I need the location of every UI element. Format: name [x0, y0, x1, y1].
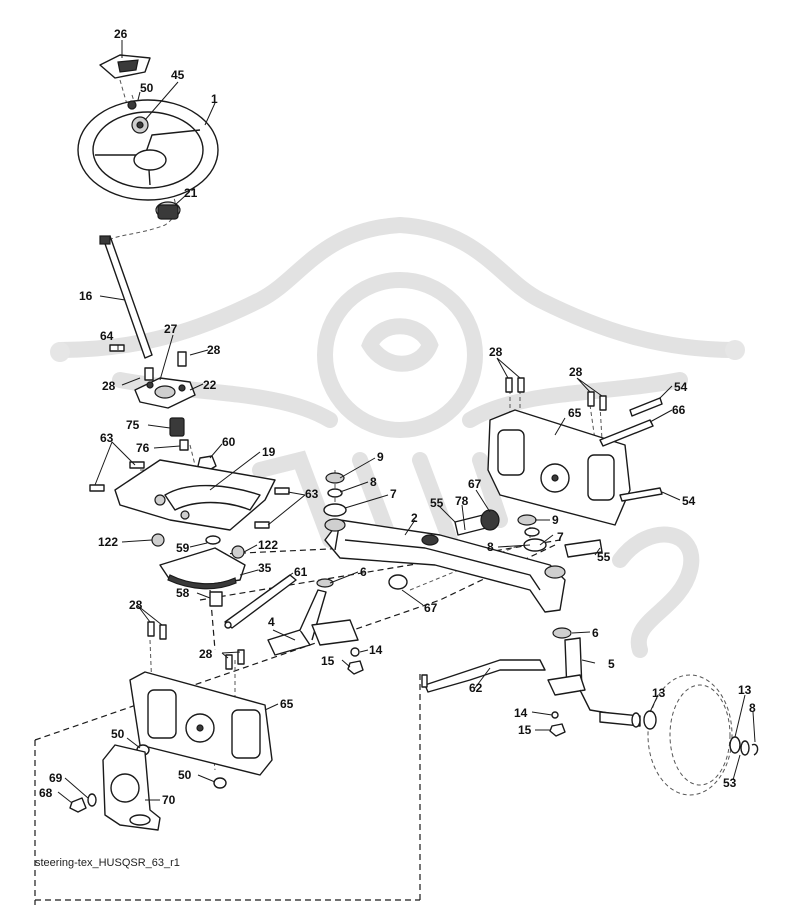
callout-65-upper: 65 — [568, 406, 582, 420]
left-pivot-plate — [129, 671, 273, 776]
callout-78: 78 — [455, 494, 469, 508]
callout-28-e: 28 — [489, 345, 503, 359]
steering-bracket — [114, 459, 276, 531]
right-pivot-plate — [487, 409, 631, 526]
callout-8-right: 8 — [487, 540, 494, 554]
tie-rod — [421, 659, 546, 693]
cover-plate — [102, 744, 161, 831]
callout-59: 59 — [176, 541, 190, 555]
hardware-right — [549, 711, 566, 737]
callout-21: 21 — [184, 186, 198, 200]
callout-28-b: 28 — [102, 379, 116, 393]
callout-8-wheel: 8 — [749, 701, 756, 715]
callout-14-left: 14 — [369, 643, 383, 657]
diagram-caption: steering-tex_HUSQSR_63_r1 — [35, 857, 180, 869]
callout-15-left: 15 — [321, 654, 335, 668]
callout-6-left: 6 — [360, 565, 367, 579]
callout-9-left: 9 — [377, 450, 384, 464]
callout-50-a: 50 — [111, 727, 125, 741]
steering-shaft — [99, 235, 153, 359]
callout-122-b: 122 — [258, 538, 278, 552]
bushing-plate — [134, 377, 196, 409]
callout-14-right: 14 — [514, 706, 528, 720]
drag-link — [224, 574, 297, 629]
bolts-upper — [109, 344, 187, 381]
callout-5: 5 — [608, 657, 615, 671]
callout-67-upper: 67 — [468, 477, 482, 491]
callout-50-b: 50 — [178, 768, 192, 782]
callout-8-left: 8 — [370, 475, 377, 489]
right-spindle — [547, 627, 621, 716]
callout-63-a: 63 — [100, 431, 114, 445]
callout-45: 45 — [171, 68, 185, 82]
callout-70: 70 — [162, 793, 176, 807]
callout-16: 16 — [79, 289, 93, 303]
callout-28-d: 28 — [199, 647, 213, 661]
callout-1: 1 — [211, 92, 218, 106]
callout-22: 22 — [203, 378, 217, 392]
callout-26: 26 — [114, 27, 128, 41]
hardware-14-15 — [347, 647, 364, 675]
callout-58: 58 — [176, 586, 190, 600]
callout-64: 64 — [100, 329, 114, 343]
bolts-right — [505, 377, 663, 502]
callout-13-right: 13 — [738, 683, 752, 697]
callout-122-a: 122 — [98, 535, 118, 549]
sector-gear — [151, 533, 246, 607]
callout-28-a: 28 — [207, 343, 221, 357]
callout-6-right: 6 — [592, 626, 599, 640]
steering-wheel — [77, 99, 219, 201]
callout-60: 60 — [222, 435, 236, 449]
callout-9-right: 9 — [552, 513, 559, 527]
callout-68: 68 — [39, 786, 53, 800]
callout-63-b: 63 — [305, 487, 319, 501]
callout-15-right: 15 — [518, 723, 532, 737]
left-spindle — [267, 578, 359, 656]
front-axle — [324, 518, 566, 613]
callout-62: 62 — [469, 681, 483, 695]
callout-61: 61 — [294, 565, 308, 579]
callout-75: 75 — [126, 418, 140, 432]
callout-66: 66 — [672, 403, 686, 417]
leader-lines — [57, 40, 756, 804]
callout-2: 2 — [411, 511, 418, 525]
callout-35: 35 — [258, 561, 272, 575]
callout-69: 69 — [49, 771, 63, 785]
callout-7-left: 7 — [390, 487, 397, 501]
front-wheel — [599, 674, 759, 796]
callout-28-f: 28 — [569, 365, 583, 379]
callout-54-lower: 54 — [682, 494, 696, 508]
bolts-63 — [89, 461, 290, 529]
pinion-gear — [169, 417, 189, 451]
callout-7-right: 7 — [557, 530, 564, 544]
steering-cap — [99, 54, 151, 79]
axle-bushings — [388, 509, 603, 590]
callout-27: 27 — [164, 322, 178, 336]
steering-adapter — [155, 201, 181, 220]
callout-53: 53 — [723, 776, 737, 790]
callout-54-upper: 54 — [674, 380, 688, 394]
callout-67-lower: 67 — [424, 601, 438, 615]
callout-28-c: 28 — [129, 598, 143, 612]
callout-50: 50 — [140, 81, 154, 95]
callout-76: 76 — [136, 441, 150, 455]
washers-7-8-9 — [323, 472, 547, 552]
callout-19: 19 — [262, 445, 276, 459]
callout-4: 4 — [268, 615, 275, 629]
callout-labels: 26 50 45 1 21 16 64 27 28 28 22 75 76 60… — [39, 27, 756, 807]
bolts-lower — [136, 621, 245, 789]
callout-65-lower: 65 — [280, 697, 294, 711]
callout-13-left: 13 — [652, 686, 666, 700]
hardware-68-69 — [69, 793, 97, 813]
callout-55-left: 55 — [430, 496, 444, 510]
callout-55-right: 55 — [597, 550, 611, 564]
